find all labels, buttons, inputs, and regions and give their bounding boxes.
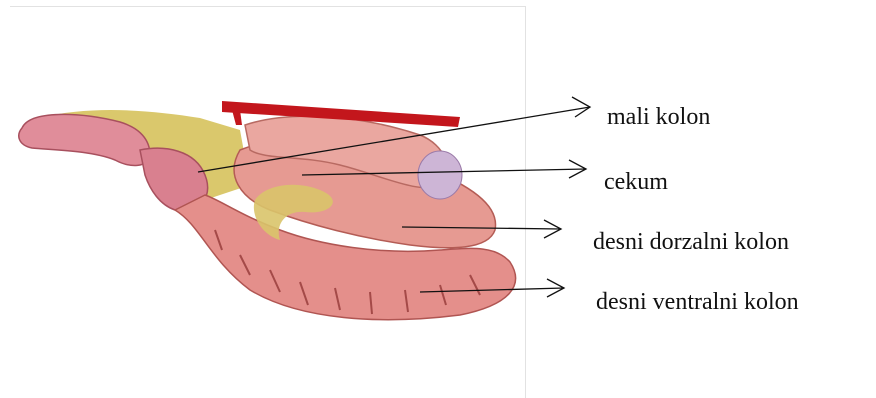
bladder-shape — [418, 151, 462, 199]
label-mali-kolon: mali kolon — [607, 105, 710, 129]
label-cekum: cekum — [604, 170, 668, 194]
label-desni-ventralni-kolon: desni ventralni kolon — [596, 290, 799, 314]
label-desni-dorzalni-kolon: desni dorzalni kolon — [593, 230, 789, 254]
